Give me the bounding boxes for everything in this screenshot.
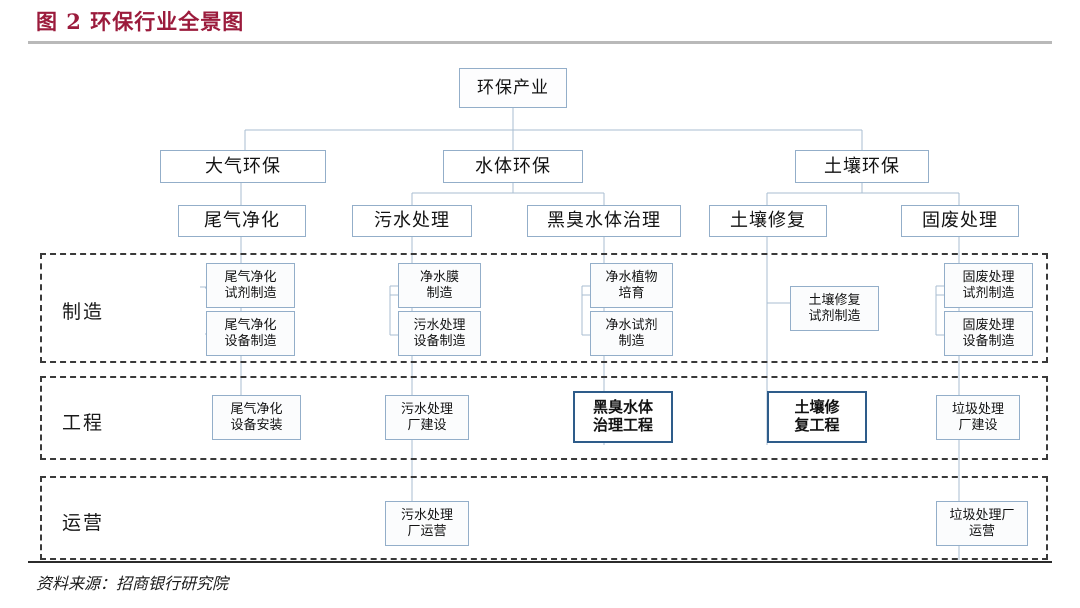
leaf-water-reagent-manufacturing[interactable]: 净水试剂 制造 bbox=[590, 311, 673, 356]
band-engineering bbox=[40, 376, 1048, 460]
band-manufacturing bbox=[40, 253, 1048, 363]
node-exhaust-purification[interactable]: 尾气净化 bbox=[178, 205, 306, 237]
node-root[interactable]: 环保产业 bbox=[459, 68, 567, 108]
leaf-exhaust-reagent-manufacturing[interactable]: 尾气净化 试剂制造 bbox=[206, 263, 295, 308]
leaf-sewage-plant-construction[interactable]: 污水处理 厂建设 bbox=[385, 395, 469, 440]
leaf-soil-remediation-project[interactable]: 土壤修 复工程 bbox=[767, 391, 867, 443]
title-divider bbox=[28, 41, 1052, 44]
node-sewage-treatment[interactable]: 污水处理 bbox=[352, 205, 472, 237]
band-operation bbox=[40, 476, 1048, 560]
leaf-exhaust-equipment-installation[interactable]: 尾气净化 设备安装 bbox=[212, 395, 301, 440]
source-note: 资料来源：招商银行研究院 bbox=[36, 574, 229, 593]
leaf-exhaust-equipment-manufacturing[interactable]: 尾气净化 设备制造 bbox=[206, 311, 295, 356]
node-water-environment[interactable]: 水体环保 bbox=[443, 150, 583, 183]
leaf-water-plant-cultivation[interactable]: 净水植物 培育 bbox=[590, 263, 673, 308]
leaf-waste-plant-operation[interactable]: 垃圾处理厂 运营 bbox=[936, 501, 1028, 546]
node-solid-waste-treatment[interactable]: 固废处理 bbox=[901, 205, 1019, 237]
footer-divider bbox=[28, 561, 1052, 563]
leaf-water-membrane-manufacturing[interactable]: 净水膜 制造 bbox=[398, 263, 481, 308]
node-air-environment[interactable]: 大气环保 bbox=[160, 150, 326, 183]
leaf-sewage-equipment-manufacturing[interactable]: 污水处理 设备制造 bbox=[398, 311, 481, 356]
node-soil-environment[interactable]: 土壤环保 bbox=[795, 150, 929, 183]
band-label-engineering: 工程 bbox=[62, 412, 105, 434]
node-soil-remediation[interactable]: 土壤修复 bbox=[709, 205, 827, 237]
leaf-waste-plant-construction[interactable]: 垃圾处理 厂建设 bbox=[936, 395, 1020, 440]
leaf-black-water-treatment-project[interactable]: 黑臭水体 治理工程 bbox=[573, 391, 673, 443]
org-chart-diagram: 制造 工程 运营 环保产业 大气环保 水体环保 土壤环保 尾气净化 污水处理 黑… bbox=[0, 45, 1080, 561]
band-label-operation: 运营 bbox=[62, 512, 105, 534]
leaf-sewage-plant-operation[interactable]: 污水处理 厂运营 bbox=[385, 501, 469, 546]
leaf-solidwaste-equipment-manufacturing[interactable]: 固废处理 设备制造 bbox=[944, 311, 1033, 356]
node-black-odorous-water[interactable]: 黑臭水体治理 bbox=[527, 205, 681, 237]
leaf-soil-reagent-manufacturing[interactable]: 土壤修复 试剂制造 bbox=[790, 286, 879, 331]
page-title: 图 2 环保行业全景图 bbox=[36, 9, 245, 34]
band-label-manufacturing: 制造 bbox=[62, 301, 105, 323]
leaf-solidwaste-reagent-manufacturing[interactable]: 固废处理 试剂制造 bbox=[944, 263, 1033, 308]
